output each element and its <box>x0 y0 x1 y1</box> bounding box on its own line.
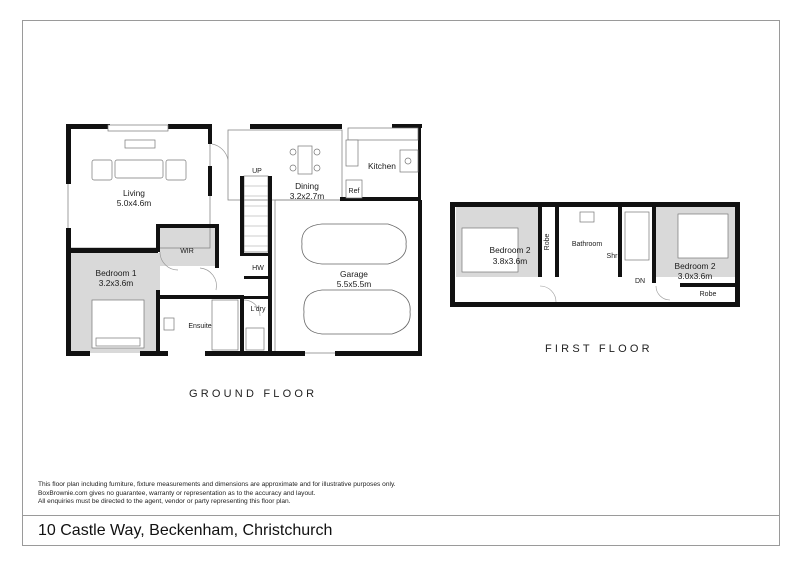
bedroom2-right-size: 3.0x3.6m <box>678 271 712 281</box>
laundry-label: L'dry <box>251 306 266 313</box>
living-size: 5.0x4.6m <box>117 198 151 208</box>
bedroom1-label: Bedroom 1 <box>96 268 137 278</box>
ensuite-fixtures <box>163 299 265 351</box>
disclaimer-line: BoxBrownie.com gives no guarantee, warra… <box>38 489 316 497</box>
stair-up-label: UP <box>252 168 262 175</box>
wir-floor <box>160 226 218 266</box>
door-swings <box>159 143 261 317</box>
first-floor-walls <box>450 202 740 307</box>
disclaimer-line: This floor plan including furniture, fix… <box>38 481 396 488</box>
garage-size: 5.5x5.5m <box>337 279 371 289</box>
stair-down-label: DN <box>635 278 645 285</box>
first-floor-plan <box>450 202 740 307</box>
property-address: 10 Castle Way, Beckenham, Christchurch <box>38 522 333 539</box>
garage-cars <box>301 223 411 335</box>
bedroom2-left-label: Bedroom 2 <box>490 245 531 255</box>
bedroom1-bed <box>91 299 145 349</box>
bathroom-label: Bathroom <box>572 241 603 248</box>
living-label: Living <box>123 188 145 198</box>
garage-label: Garage <box>340 269 368 279</box>
hw-label: HW <box>252 265 264 272</box>
robe-right-label: Robe <box>700 291 717 298</box>
disclaimer-line: All enquiries must be directed to the ag… <box>38 498 291 506</box>
robe-left-label: Robe <box>544 234 551 251</box>
wir-label: WIR <box>180 248 194 255</box>
living-furniture <box>91 124 187 181</box>
kitchen-fixtures <box>345 127 419 199</box>
disclaimer: This floor plan including furniture, fix… <box>38 481 396 507</box>
ensuite-label: Ensuite <box>188 323 211 330</box>
ref-label: Ref <box>349 188 360 195</box>
first-floor-door-swings <box>539 285 671 303</box>
dining-table <box>289 145 321 175</box>
ground-floor-plan <box>66 124 422 356</box>
first-floor-title: FIRST FLOOR <box>545 343 653 355</box>
dining-size: 3.2x2.7m <box>290 191 324 201</box>
ground-walls <box>66 124 422 356</box>
bedroom2-left-size: 3.8x3.6m <box>493 256 527 266</box>
stair-treads <box>244 185 268 247</box>
address-bar: 10 Castle Way, Beckenham, Christchurch <box>22 515 780 546</box>
shower-label: Shr <box>607 253 619 260</box>
sheet-border <box>22 20 780 546</box>
kitchen-label: Kitchen <box>368 161 396 171</box>
ground-floor-title: GROUND FLOOR <box>189 388 318 400</box>
dining-label: Dining <box>295 181 319 191</box>
bedroom1-size: 3.2x3.6m <box>99 278 133 288</box>
first-floor-furniture <box>461 211 729 273</box>
bedroom2-right-label: Bedroom 2 <box>675 261 716 271</box>
